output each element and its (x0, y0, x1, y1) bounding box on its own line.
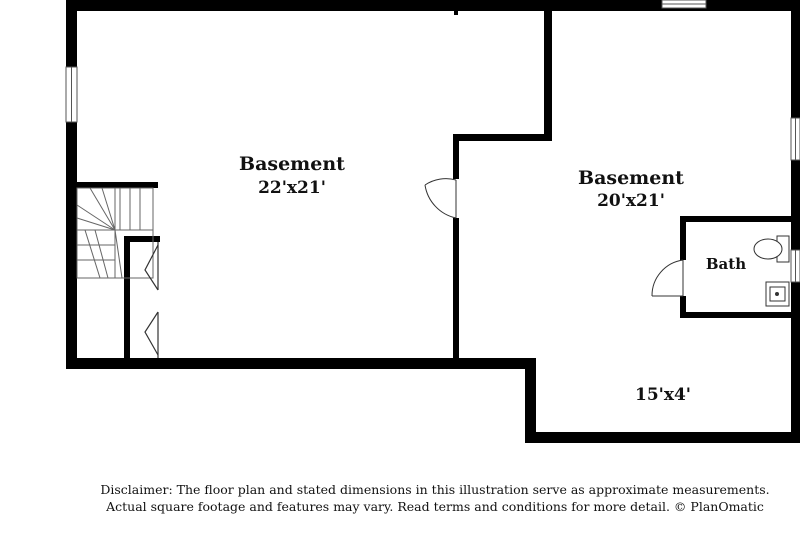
disclaimer-line-1: Disclaimer: The floor plan and stated di… (100, 482, 770, 497)
wall-bottom-left (66, 358, 536, 369)
wall-bottom-right (525, 432, 800, 443)
wall-stair-top (66, 182, 158, 188)
toilet-icon (753, 235, 790, 263)
wall-bath-bottom (680, 312, 795, 318)
bifold-door-icon (144, 242, 159, 358)
room-label-bath: Bath (706, 255, 746, 273)
wall-stair-post (124, 236, 130, 362)
wall-divider-step (453, 134, 552, 141)
wall-bath-top (680, 216, 795, 222)
wall-stair-right (124, 236, 160, 242)
wall-divider-a (453, 134, 459, 179)
door-swing-icon (424, 178, 457, 219)
wall-tick (454, 11, 458, 15)
sink-icon (765, 281, 790, 307)
wall-bath-left-b (680, 296, 686, 318)
room-dims-basement-right: 20'x21' (597, 191, 665, 211)
room-label-basement-left: Basement (239, 153, 345, 175)
room-dims-basement-left: 22'x21' (258, 178, 326, 198)
windows (65, 0, 800, 283)
wall-top (66, 0, 800, 11)
wall-divider-b (453, 218, 459, 363)
stairs-icon (76, 187, 154, 279)
wall-divider-upper (544, 0, 552, 140)
wall-bath-left-a (680, 216, 686, 260)
disclaimer-line-2: Actual square footage and features may v… (106, 499, 764, 514)
wall-step (525, 358, 536, 443)
room-dims-nook: 15'x4' (635, 385, 691, 405)
wall-right (791, 0, 800, 443)
room-label-basement-right: Basement (578, 167, 684, 189)
walls (66, 0, 800, 443)
door-swing-icon (651, 259, 684, 297)
